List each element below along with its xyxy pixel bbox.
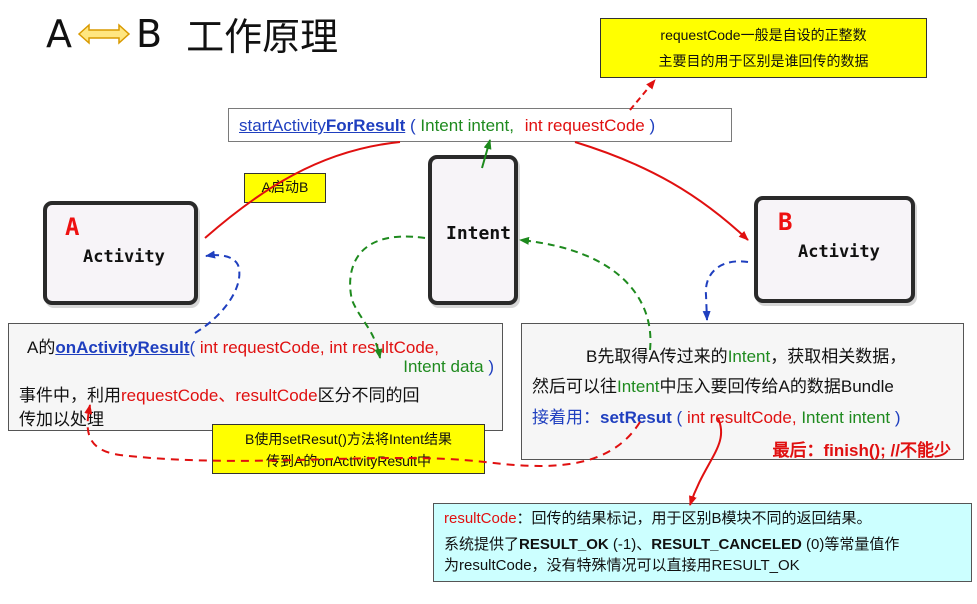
left-panel-line2: 事件中，利用requestCode、resultCode区分不同的回 bbox=[19, 381, 420, 406]
activity-a-card: A Activity bbox=[43, 201, 198, 305]
result-note-canceled: RESULT_CANCELED bbox=[651, 536, 802, 553]
left-panel-to-a-arrow bbox=[194, 250, 241, 334]
left-panel-intent-data: Intent data bbox=[403, 357, 484, 376]
result-code-pointer-arrow bbox=[689, 417, 723, 506]
activity-a-letter: A bbox=[65, 213, 80, 241]
left-panel-result-code: int resultCode, bbox=[329, 338, 439, 357]
page-title: A B 工作原理 bbox=[46, 6, 338, 61]
method-name-bold: ForResult bbox=[325, 116, 406, 135]
result-note-l2e: (0)等常量值作 bbox=[801, 536, 900, 553]
request-code-pointer-arrow bbox=[629, 79, 656, 111]
result-note-l1a: resultCode bbox=[444, 510, 517, 527]
right-panel-finish: 最后：finish(); //不能少 bbox=[772, 441, 951, 460]
set-result-panel: B先取得A传过来的Intent，获取相关数据， 然后可以往Intent中压入要回… bbox=[521, 323, 964, 460]
right-panel-line1: B先取得A传过来的Intent，获取相关数据， bbox=[586, 342, 906, 367]
right-panel-close-paren: ) bbox=[894, 408, 901, 427]
set-result-note-line2: 传到A的onActivityResult中 bbox=[266, 453, 431, 469]
left-panel-l2c: 区分不同的回 bbox=[317, 386, 420, 405]
result-note-l2a: 系统提供了 bbox=[444, 536, 520, 553]
method-close-paren: ) bbox=[649, 116, 656, 135]
left-panel-open-paren: ( bbox=[189, 338, 196, 357]
right-panel-l2b: Intent bbox=[617, 377, 660, 396]
set-result-note: B使用setResut()方法将Intent结果 传到A的onActivityR… bbox=[212, 424, 485, 474]
intent-card: Intent bbox=[428, 155, 518, 305]
left-panel-line3: 传加以处理 bbox=[19, 410, 104, 429]
intent-to-intent-param-arrow bbox=[481, 139, 492, 169]
right-panel-set-resut: setResut bbox=[600, 408, 672, 427]
right-panel-l1c: ，获取相关数据， bbox=[770, 347, 907, 366]
result-note-line1: resultCode：回传的结果标记，用于区别B模块不同的返回结果。 bbox=[444, 507, 872, 528]
method-open-paren: ( bbox=[409, 116, 416, 135]
left-panel-prefix: A的 bbox=[27, 338, 56, 357]
left-panel-l2a: 事件中，利用 bbox=[19, 386, 121, 405]
activity-b-card: B Activity bbox=[754, 196, 915, 303]
right-panel-line2: 然后可以往Intent中压入要回传给A的数据Bundle bbox=[532, 372, 894, 397]
result-note-ok: RESULT_OK bbox=[519, 536, 609, 553]
result-code-note: resultCode：回传的结果标记，用于区别B模块不同的返回结果。 系统提供了… bbox=[433, 503, 972, 582]
method-param-request-code: int requestCode bbox=[524, 116, 645, 135]
set-result-to-on-activity-result-arrow bbox=[84, 404, 641, 467]
result-note-line2: 系统提供了RESULT_OK (-1)、RESULT_CANCELED (0)等… bbox=[444, 533, 899, 554]
request-note-line1: requestCode一般是自设的正整数 bbox=[660, 27, 867, 43]
right-panel-open-paren: ( bbox=[676, 408, 683, 427]
left-panel-line1: A的onActivityResult( int requestCode, int… bbox=[27, 333, 439, 358]
result-note-l1b: ：回传的结果标记，用于区别B模块不同的返回结果。 bbox=[516, 510, 872, 527]
title-text: 工作原理 bbox=[186, 15, 339, 59]
method-comma: , bbox=[509, 116, 514, 135]
left-panel-close-paren: ) bbox=[488, 357, 494, 376]
request-note-line2: 主要目的用于区别是谁回传的数据 bbox=[658, 53, 869, 69]
method-name-plain: startActivity bbox=[239, 116, 326, 135]
b-to-right-panel-arrow bbox=[702, 260, 749, 321]
result-note-line3: 为resultCode，没有特殊情况可以直接用RESULT_OK bbox=[444, 557, 800, 574]
activity-a-caption: Activity bbox=[83, 247, 165, 267]
right-panel-line3: 接着用：setResut ( int resultCode, Intent in… bbox=[532, 403, 901, 428]
left-panel-request-code: int requestCode, bbox=[199, 338, 325, 357]
request-code-note: requestCode一般是自设的正整数 主要目的用于区别是谁回传的数据 bbox=[600, 18, 927, 78]
right-panel-l3a: 接着用： bbox=[532, 408, 600, 427]
set-result-note-line1: B使用setResut()方法将Intent结果 bbox=[245, 431, 452, 447]
intent-caption: Intent bbox=[446, 223, 512, 244]
method-param-intent: Intent intent bbox=[420, 116, 510, 135]
activity-b-caption: Activity bbox=[798, 242, 880, 262]
intent-to-left-panel-arrow bbox=[349, 235, 426, 359]
right-panel-l2c: 中压入要回传给A的数据Bundle bbox=[659, 377, 894, 396]
start-activity-for-result-signature: startActivityForResult ( Intent intent, … bbox=[228, 108, 732, 142]
double-arrow-icon bbox=[78, 22, 130, 45]
left-panel-line1b: Intent data ) bbox=[403, 357, 494, 377]
activity-b-letter: B bbox=[778, 208, 793, 236]
title-a: A bbox=[46, 11, 72, 56]
right-panel-result-code: int resultCode, bbox=[686, 408, 797, 427]
title-b: B bbox=[136, 11, 163, 56]
right-panel-intent: Intent intent bbox=[801, 408, 891, 427]
a-to-signature-line bbox=[204, 141, 401, 239]
right-panel-l1a: B先取得A传过来的 bbox=[586, 347, 728, 366]
left-panel-l2b: requestCode、resultCode bbox=[121, 386, 318, 405]
right-panel-l1b: Intent bbox=[727, 347, 771, 366]
a-starts-b-label: A启动B bbox=[244, 173, 326, 203]
right-panel-to-intent-arrow bbox=[519, 236, 652, 351]
right-panel-l2a: 然后可以往 bbox=[532, 377, 617, 396]
signature-to-b-arrow bbox=[574, 141, 749, 241]
result-note-l2c: (-1)、 bbox=[608, 536, 652, 553]
on-activity-result-method: onActivityResult bbox=[55, 338, 190, 357]
